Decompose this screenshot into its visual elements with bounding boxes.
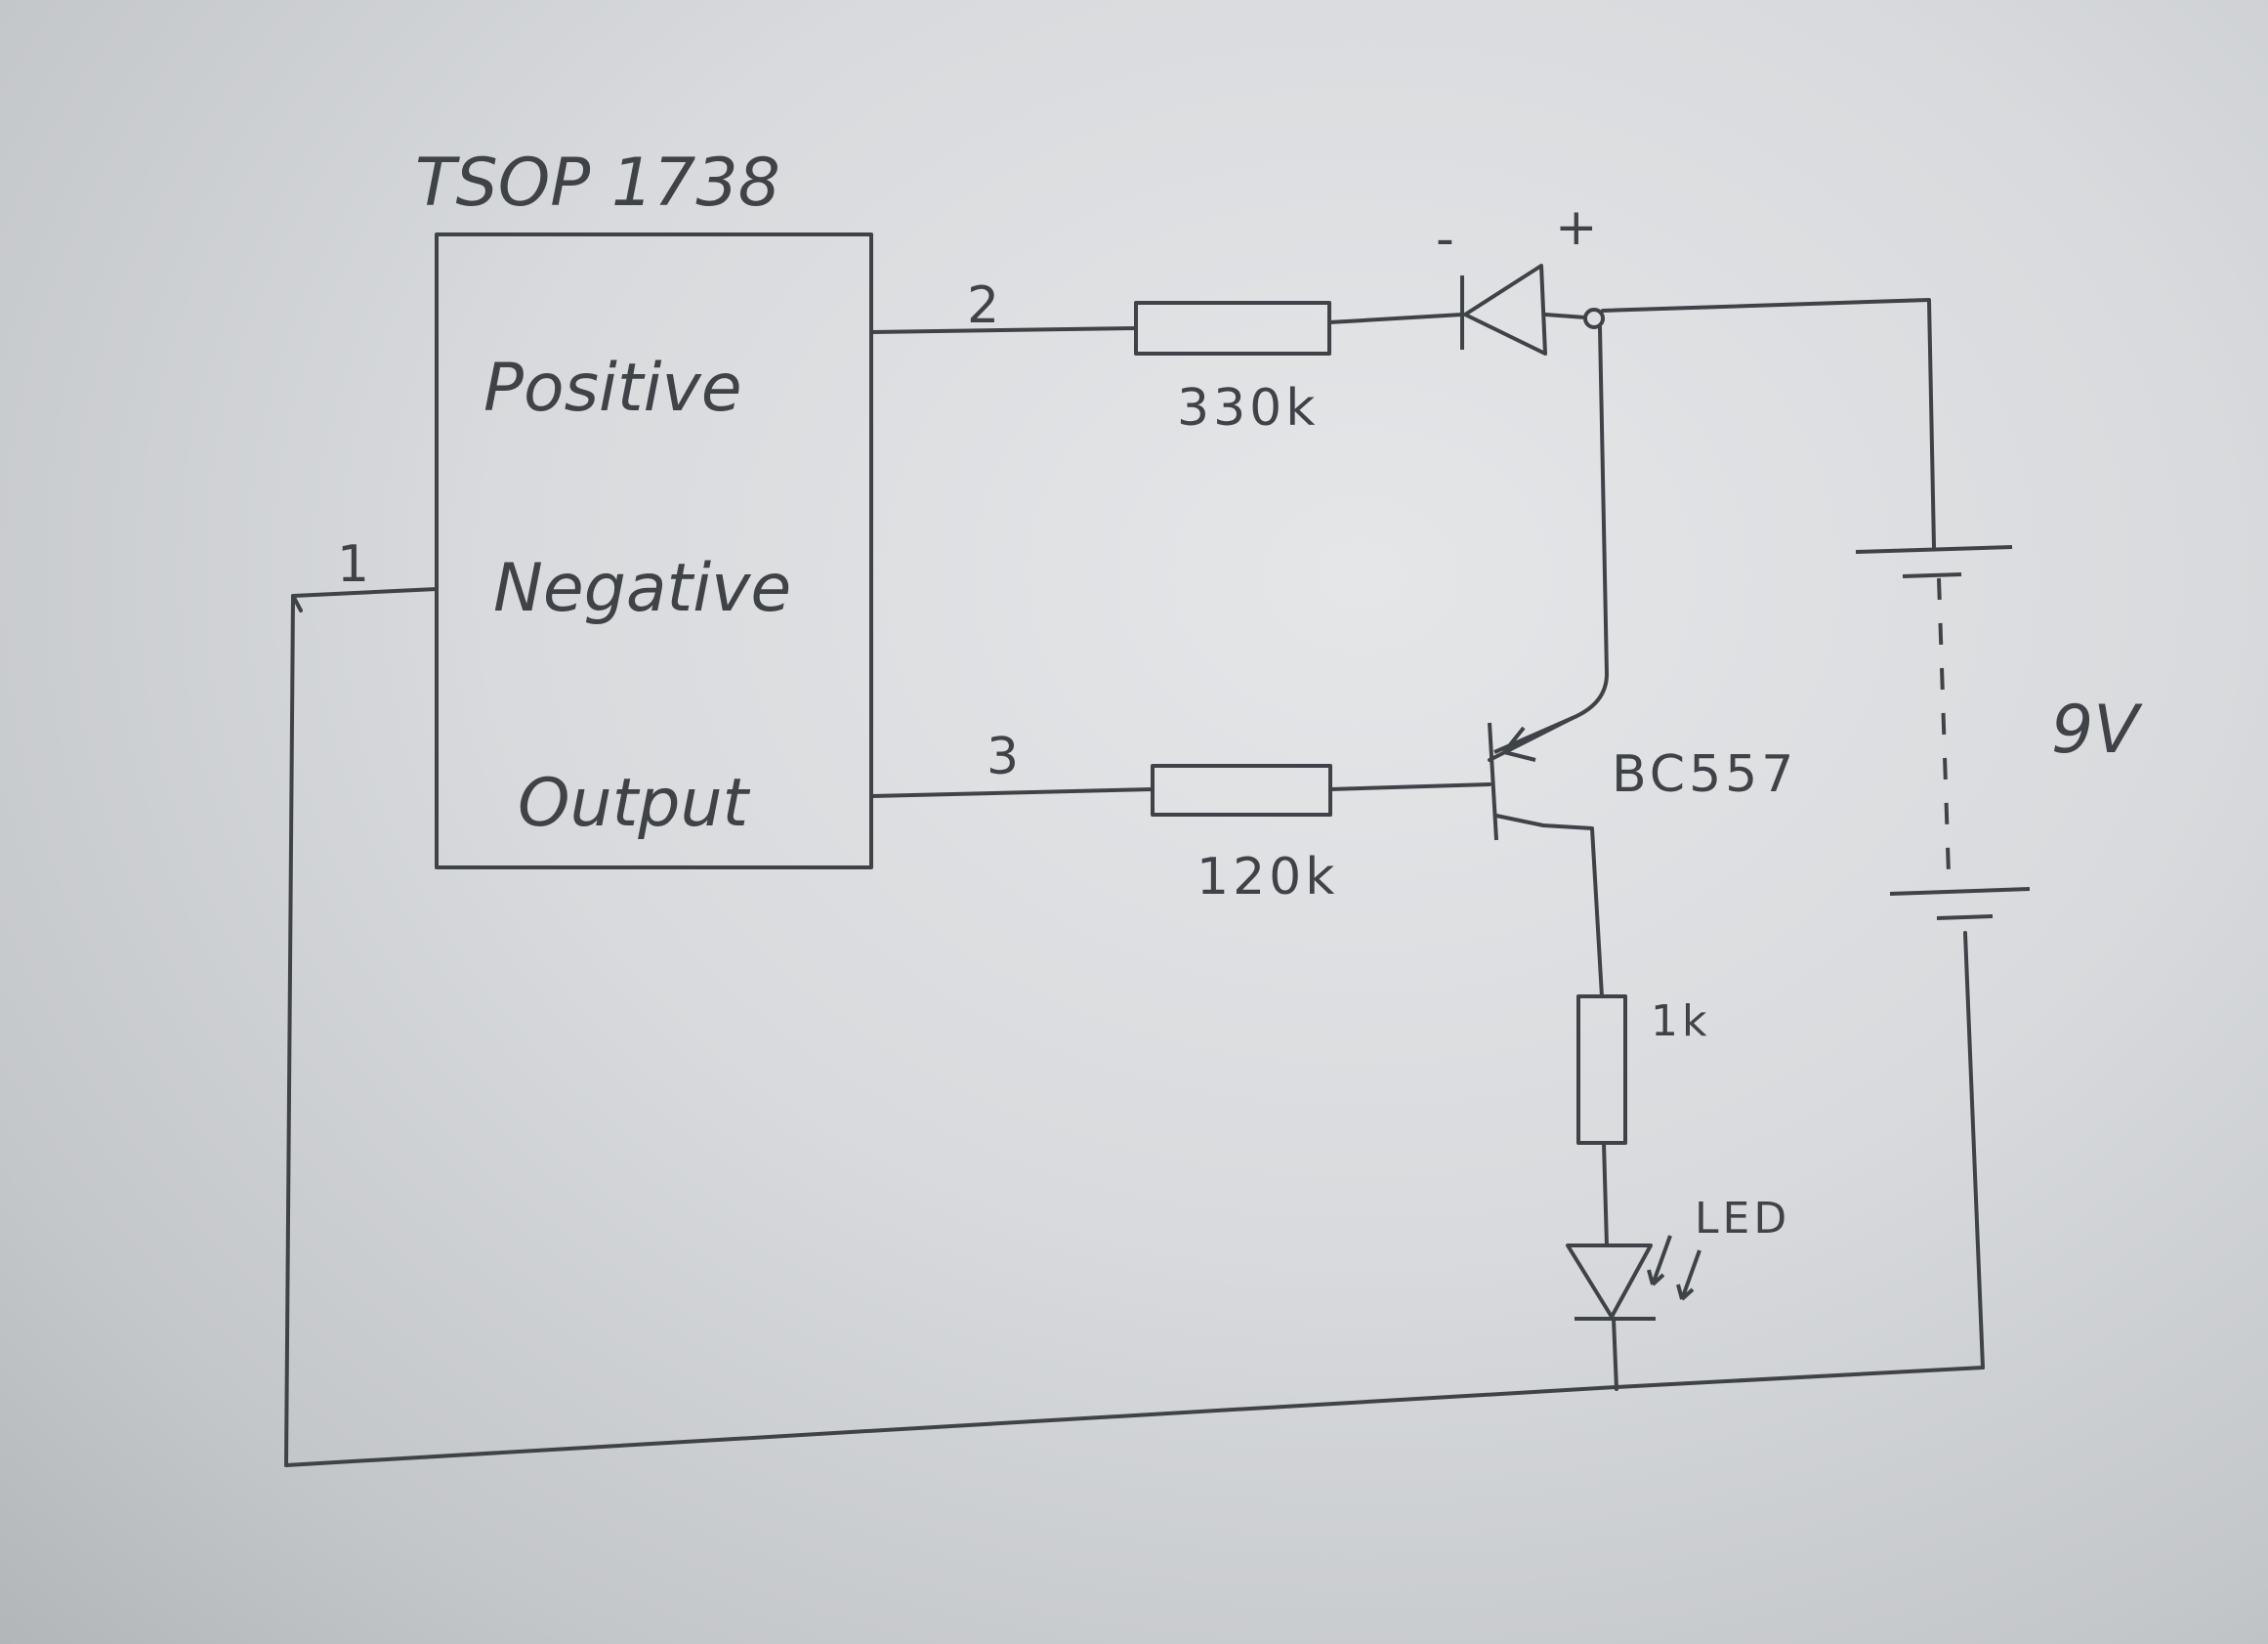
battery-plate-long-2 [1889,887,2031,896]
wire-led-ground [1612,1317,1618,1391]
battery-plate-long [1855,545,2013,554]
wire-base [1328,782,1491,791]
led [1566,1235,1701,1321]
resistor-1k [1576,994,1627,1145]
wire-r1-diode [1327,313,1464,324]
resistor-330k [1134,301,1331,356]
pin-number-1: 1 [337,535,373,594]
led-triangle [1566,1244,1653,1319]
wire-r3-led [1602,1141,1609,1247]
transistor-label: BC557 [1612,745,1797,804]
wire-pin2 [869,326,1138,334]
battery-plate-short-2 [1936,914,1994,920]
wire-pin1-hook [291,594,303,612]
transistor [1488,716,1593,841]
wire-battery-neg [1963,931,1985,1370]
wire-bottom-rail [284,1366,1985,1467]
resistor-330k-label: 330k [1177,379,1319,438]
ic-pin-output: Output [518,765,751,842]
diode [1460,264,1547,356]
pin-number-2: 2 [967,276,1003,335]
transistor-collector-leg [1495,814,1593,830]
wire-top-rail [1601,298,1936,549]
led-label: LED [1695,1194,1790,1244]
transistor-base-bar [1488,722,1498,841]
wire-pin3 [869,787,1155,798]
battery-plate-short [1902,572,1962,578]
diode-triangle [1463,264,1547,356]
led-ray-2 [1676,1249,1701,1301]
battery-label: 9V [2051,692,2143,769]
ic-box [435,232,873,869]
ic-pin-negative: Negative [493,550,791,627]
wire-diode-node [1543,313,1587,319]
battery [1855,545,2031,920]
resistor-1k-label: 1k [1651,996,1710,1046]
resistor-120k [1151,764,1332,817]
resistor-120k-label: 120k [1197,848,1338,906]
diode-plus-label: + [1555,198,1602,257]
ic-pin-positive: Positive [483,350,742,427]
pin-number-3: 3 [987,728,1023,786]
battery-cells-dashed [1937,577,1951,875]
led-ray-1 [1647,1235,1672,1286]
wire-pin1 [284,587,439,1467]
junction-node [1583,308,1605,329]
transistor-emitter-arrow [1502,726,1536,762]
wire-emitter [1488,325,1609,762]
wire-collector [1590,826,1604,998]
diode-minus-label: - [1436,210,1458,269]
ic-title: TSOP 1738 [415,145,780,222]
